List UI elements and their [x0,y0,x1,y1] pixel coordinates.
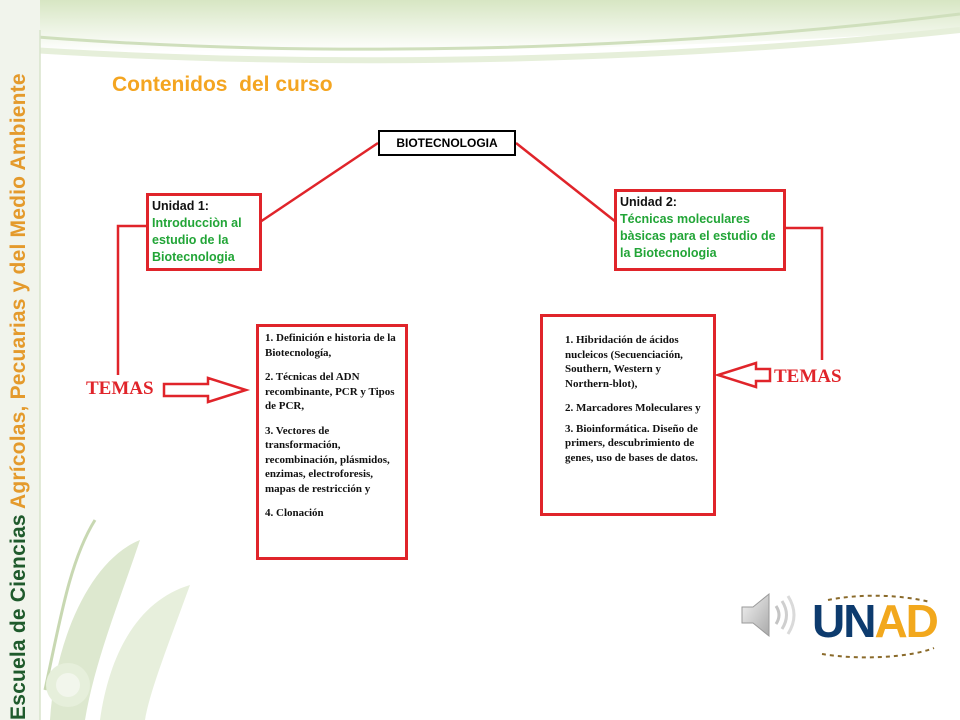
unad-logo-part1: UN [812,595,876,647]
temas-label-right: TEMAS [774,366,842,387]
unit2-label: Unidad 2: [620,195,677,209]
unad-logo-part2: AD [874,595,938,647]
unit2-topic-3: 3. Bioinformática. Diseño de primers, de… [565,422,698,464]
unad-logo-swoosh [821,594,935,659]
slide-title: Contenidos del curso [112,73,333,96]
unit1-topic-2: 2. Técnicas del ADN recombinante, PCR y … [265,371,395,412]
unit1-topics-box: 1. Definición e historia de la Biotecnol… [256,324,408,560]
root-topic-box: BIOTECNOLOGIA [378,130,516,156]
unit1-title: Introducciòn al estudio de la Biotecnolo… [152,216,242,264]
temas-label-left: TEMAS [86,378,154,399]
unit1-box: Unidad 1: Introducciòn al estudio de la … [146,193,262,271]
unit2-topic-2: 2. Marcadores Moleculares y [565,402,701,414]
unit2-title: Técnicas moleculares bàsicas para el est… [620,212,776,260]
unit1-topic-3: 3. Vectores de transformación, recombina… [265,424,390,495]
speaker-icon[interactable] [738,590,800,640]
unit1-topic-4: 4. Clonación [265,507,324,519]
unad-logo: UNAD [812,594,939,648]
unit2-box: Unidad 2: Técnicas moleculares bàsicas p… [614,189,786,271]
unit2-topics-box: 1. Hibridación de ácidos nucleicos (Secu… [540,314,716,516]
unit1-label: Unidad 1: [152,199,209,213]
unit1-topic-1: 1. Definición e historia de la Biotecnol… [265,332,396,359]
unit2-topic-1: 1. Hibridación de ácidos nucleicos (Secu… [565,334,683,390]
